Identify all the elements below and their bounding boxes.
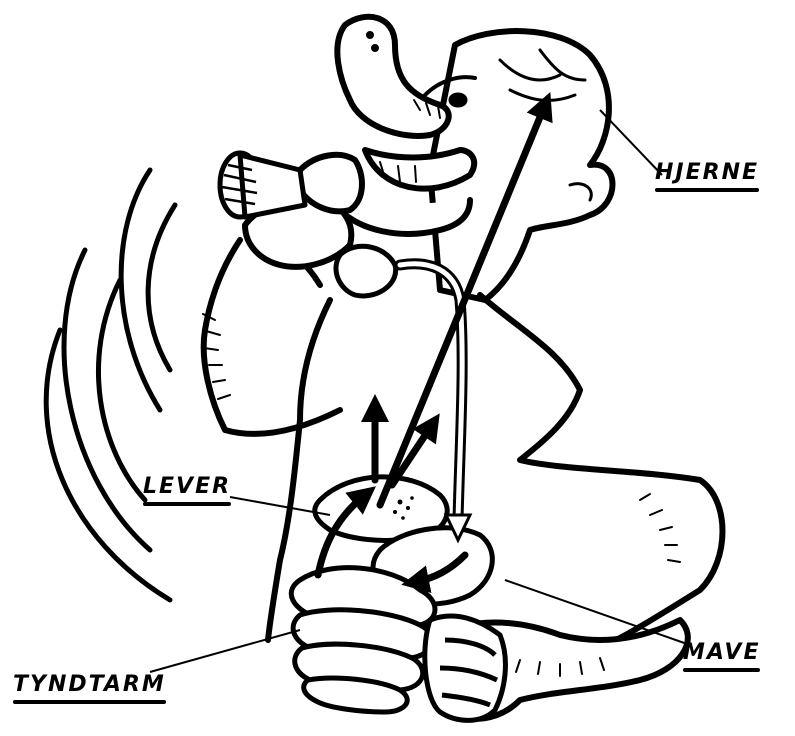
label-brain: HJERNE	[655, 160, 759, 192]
label-liver-text: LEVER	[143, 474, 231, 499]
motion-lines	[46, 170, 175, 600]
label-small-intestine-text: TYNDTARM	[13, 672, 166, 697]
label-small-intestine-underline	[13, 700, 166, 704]
label-stomach: MAVE	[683, 640, 760, 672]
label-stomach-underline	[683, 668, 760, 672]
label-brain-underline	[655, 188, 759, 192]
label-liver-underline	[143, 502, 231, 506]
tongue	[336, 246, 396, 296]
label-small-intestine: TYNDTARM	[13, 672, 166, 704]
small-intestine-organ	[291, 568, 435, 712]
label-brain-text: HJERNE	[655, 160, 759, 185]
bottle	[220, 153, 305, 217]
label-stomach-text: MAVE	[683, 640, 760, 665]
hand	[425, 616, 506, 720]
label-liver: LEVER	[143, 474, 231, 506]
